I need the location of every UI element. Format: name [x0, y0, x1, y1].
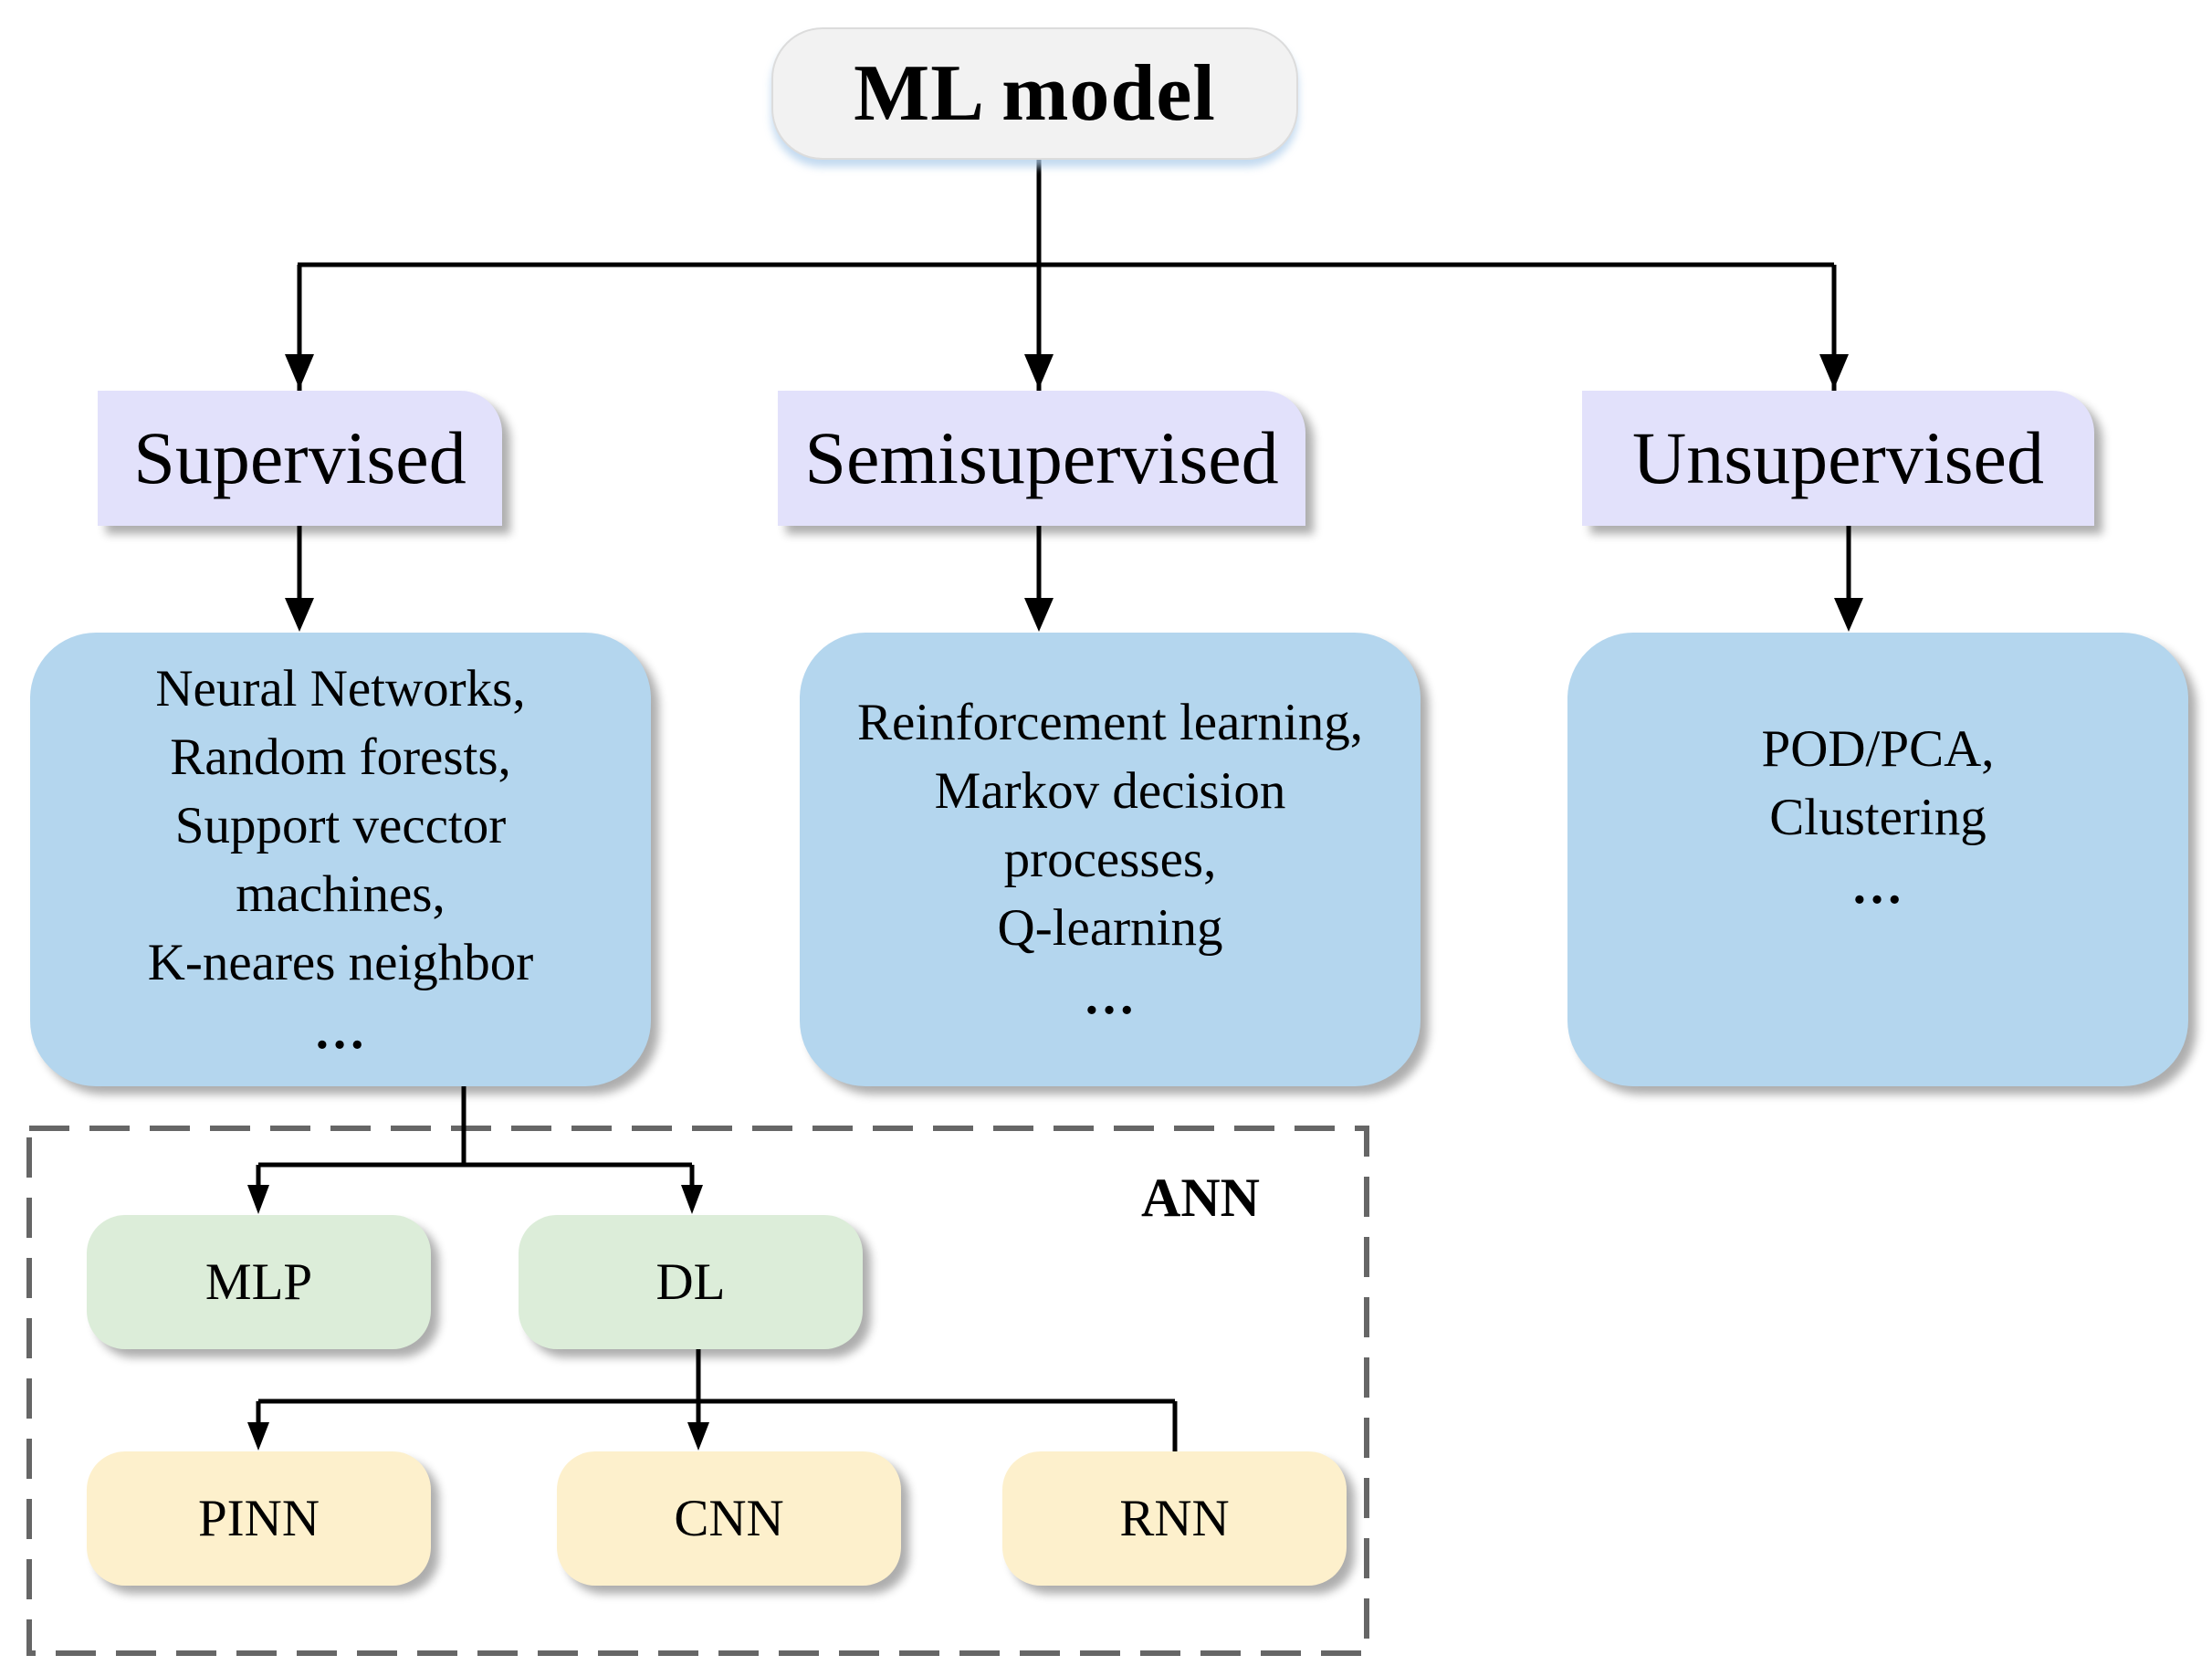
ann-group-border — [26, 1126, 1369, 1656]
ann-arrowheads — [247, 1185, 709, 1451]
ann-node-cnn-label: CNN — [674, 1490, 784, 1547]
ellipsis: … — [1850, 857, 1905, 915]
category-supervised: Supervised — [98, 391, 502, 526]
ann-node-dl: DL — [519, 1215, 863, 1349]
algorithm-item: Support vecctor — [174, 796, 507, 854]
semisupervised-algorithms-box: Reinforcement learning, Markov decision … — [800, 633, 1421, 1086]
algorithm-item: Markov decision — [934, 762, 1286, 820]
category-semisupervised-label: Semisupervised — [804, 416, 1279, 499]
ann-group-label: ANN — [1141, 1168, 1260, 1228]
category-semisupervised: Semisupervised — [778, 391, 1305, 526]
ann-connectors — [256, 1086, 1178, 1451]
root-label: ML model — [854, 49, 1216, 138]
category-supervised-label: Supervised — [133, 416, 467, 499]
ann-node-cnn: CNN — [557, 1451, 901, 1586]
root-arrows — [297, 265, 1837, 391]
ann-node-rnn: RNN — [1002, 1451, 1347, 1586]
algorithm-item: POD/PCA, — [1761, 720, 1995, 778]
ann-node-mlp: MLP — [87, 1215, 431, 1349]
ann-node-rnn-label: RNN — [1119, 1490, 1230, 1547]
category-arrowheads — [285, 598, 1863, 632]
root-connectors — [298, 160, 1834, 267]
algorithm-item: Neural Networks, — [155, 659, 526, 718]
ellipsis: … — [313, 1001, 368, 1060]
ann-node-pinn-label: PINN — [197, 1490, 320, 1547]
algorithm-item: machines, — [236, 864, 446, 923]
category-connectors — [297, 526, 1851, 602]
unsupervised-algorithms-box: POD/PCA, Clustering … — [1567, 633, 2188, 1086]
category-unsupervised: Unsupervised — [1582, 391, 2094, 526]
ellipsis: … — [1083, 968, 1137, 1025]
supervised-algorithms-box: Neural Networks, Random forests, Support… — [30, 633, 651, 1086]
algorithm-item: Clustering — [1769, 789, 1987, 846]
ann-node-mlp-label: MLP — [204, 1253, 313, 1311]
category-unsupervised-label: Unsupervised — [1632, 416, 2044, 499]
root-arrowheads — [285, 354, 1849, 389]
algorithm-item: processes, — [1003, 831, 1217, 888]
algorithm-item: Random forests, — [170, 728, 511, 786]
algorithm-item: Reinforcement learning, — [857, 694, 1363, 751]
ann-node-dl-label: DL — [655, 1253, 726, 1311]
algorithm-item: K-neares neighbor — [147, 933, 534, 991]
algorithm-item: Q-learning — [997, 899, 1223, 957]
ann-node-pinn: PINN — [87, 1451, 431, 1586]
root-node-ml-model: ML model — [771, 27, 1298, 160]
